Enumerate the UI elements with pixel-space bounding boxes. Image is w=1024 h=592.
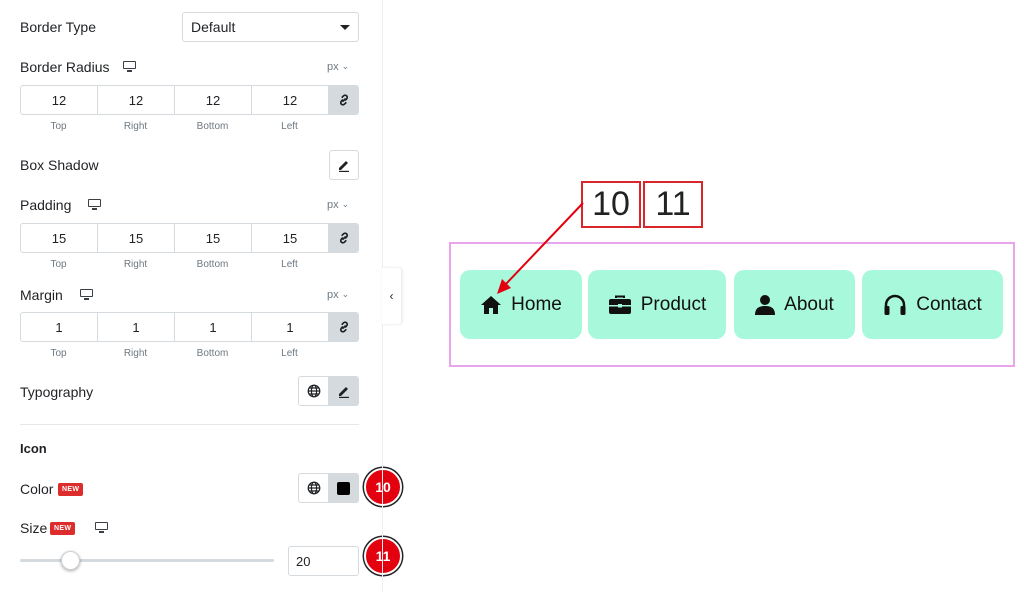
border-radius-right[interactable]: 12: [98, 86, 175, 114]
icon-section-heading: Icon: [20, 441, 47, 456]
pencil-icon: [338, 387, 349, 398]
new-badge: NEW: [50, 522, 76, 535]
link-values-button[interactable]: [329, 313, 358, 341]
link-icon: [339, 321, 348, 333]
global-typography-button[interactable]: [299, 377, 329, 405]
menu-item-home[interactable]: Home: [460, 270, 582, 339]
color-swatch: [337, 481, 351, 495]
menu-item-product[interactable]: Product: [588, 270, 726, 339]
border-radius-left[interactable]: 12: [252, 86, 329, 114]
dim-label-bottom: Bottom: [196, 348, 229, 359]
padding-inputs: 15 15 15 15: [20, 223, 359, 253]
color-picker-button[interactable]: [328, 474, 358, 502]
link-icon: [339, 94, 348, 106]
dim-label-bottom: Bottom: [196, 259, 229, 270]
dim-label-bottom: Bottom: [196, 121, 229, 132]
callout-badge-11: 11: [364, 537, 402, 575]
pencil-icon: [339, 161, 349, 172]
box-shadow-label: Box Shadow: [20, 157, 99, 173]
user-icon: [755, 294, 776, 315]
margin-top[interactable]: 1: [21, 313, 98, 341]
dim-label-top: Top: [50, 121, 67, 132]
settings-panel: Border Type Default Border Radius px⌄ 12…: [0, 0, 402, 592]
menu-item-label: Product: [640, 293, 707, 315]
collapse-panel-button[interactable]: ‹: [382, 268, 401, 324]
icon-color-label: Color: [20, 481, 54, 497]
headphones-icon: [884, 294, 906, 315]
desktop-icon[interactable]: [123, 61, 136, 72]
briefcase-icon: [608, 295, 631, 314]
globe-icon: [307, 481, 321, 495]
menu-item-contact[interactable]: Contact: [862, 270, 1003, 339]
size-slider-handle[interactable]: [61, 551, 80, 570]
margin-bottom[interactable]: 1: [175, 313, 252, 341]
caret-down-icon: [340, 25, 350, 30]
border-type-label: Border Type: [20, 19, 97, 35]
new-badge: NEW: [58, 483, 84, 496]
section-divider: [20, 424, 359, 425]
margin-right[interactable]: 1: [98, 313, 175, 341]
dim-label-left: Left: [281, 259, 298, 270]
link-icon: [339, 232, 348, 244]
menu-preview-container: [449, 242, 1015, 367]
chevron-left-icon: ‹: [389, 289, 394, 303]
size-input[interactable]: 20: [288, 546, 359, 576]
callout-badge-10: 10: [364, 468, 402, 506]
dim-label-left: Left: [281, 348, 298, 359]
icon-color-controls: [298, 473, 359, 503]
desktop-icon[interactable]: [95, 522, 108, 533]
padding-left[interactable]: 15: [252, 224, 329, 252]
margin-inputs: 1 1 1 1: [20, 312, 359, 342]
link-values-button[interactable]: [329, 86, 358, 114]
border-radius-unit[interactable]: px⌄: [327, 61, 350, 73]
border-type-select[interactable]: Default: [182, 12, 359, 42]
typography-controls: [298, 376, 359, 406]
padding-right[interactable]: 15: [98, 224, 175, 252]
dim-label-right: Right: [123, 348, 148, 359]
margin-unit[interactable]: px⌄: [327, 289, 350, 301]
desktop-icon[interactable]: [80, 289, 93, 300]
menu-item-label: Home: [511, 293, 562, 315]
menu-item-about[interactable]: About: [734, 270, 855, 339]
padding-label: Padding: [20, 197, 72, 213]
globe-icon: [307, 384, 321, 398]
desktop-icon[interactable]: [88, 199, 101, 210]
menu-item-label: About: [784, 293, 834, 315]
border-radius-bottom[interactable]: 12: [175, 86, 252, 114]
margin-label: Margin: [20, 287, 63, 303]
padding-top[interactable]: 15: [21, 224, 98, 252]
typography-edit-button[interactable]: [328, 377, 358, 405]
border-radius-top[interactable]: 12: [21, 86, 98, 114]
dim-label-top: Top: [50, 348, 67, 359]
icon-size-label: Size: [20, 520, 48, 536]
annotation-number-11: 11: [643, 181, 703, 228]
home-icon: [481, 295, 502, 314]
link-values-button[interactable]: [329, 224, 358, 252]
dim-label-right: Right: [123, 259, 148, 270]
global-color-button[interactable]: [299, 474, 329, 502]
annotation-number-10: 10: [581, 181, 641, 228]
menu-item-label: Contact: [916, 293, 982, 315]
box-shadow-edit-button[interactable]: [329, 150, 359, 180]
dim-label-top: Top: [50, 259, 67, 270]
border-type-value: Default: [191, 19, 236, 35]
padding-bottom[interactable]: 15: [175, 224, 252, 252]
padding-unit[interactable]: px⌄: [327, 199, 350, 211]
border-radius-inputs: 12 12 12 12: [20, 85, 359, 115]
border-radius-label: Border Radius: [20, 59, 110, 75]
dim-label-left: Left: [281, 121, 298, 132]
margin-left[interactable]: 1: [252, 313, 329, 341]
typography-label: Typography: [20, 384, 94, 400]
dim-label-right: Right: [123, 121, 148, 132]
size-slider-track[interactable]: [20, 559, 274, 562]
